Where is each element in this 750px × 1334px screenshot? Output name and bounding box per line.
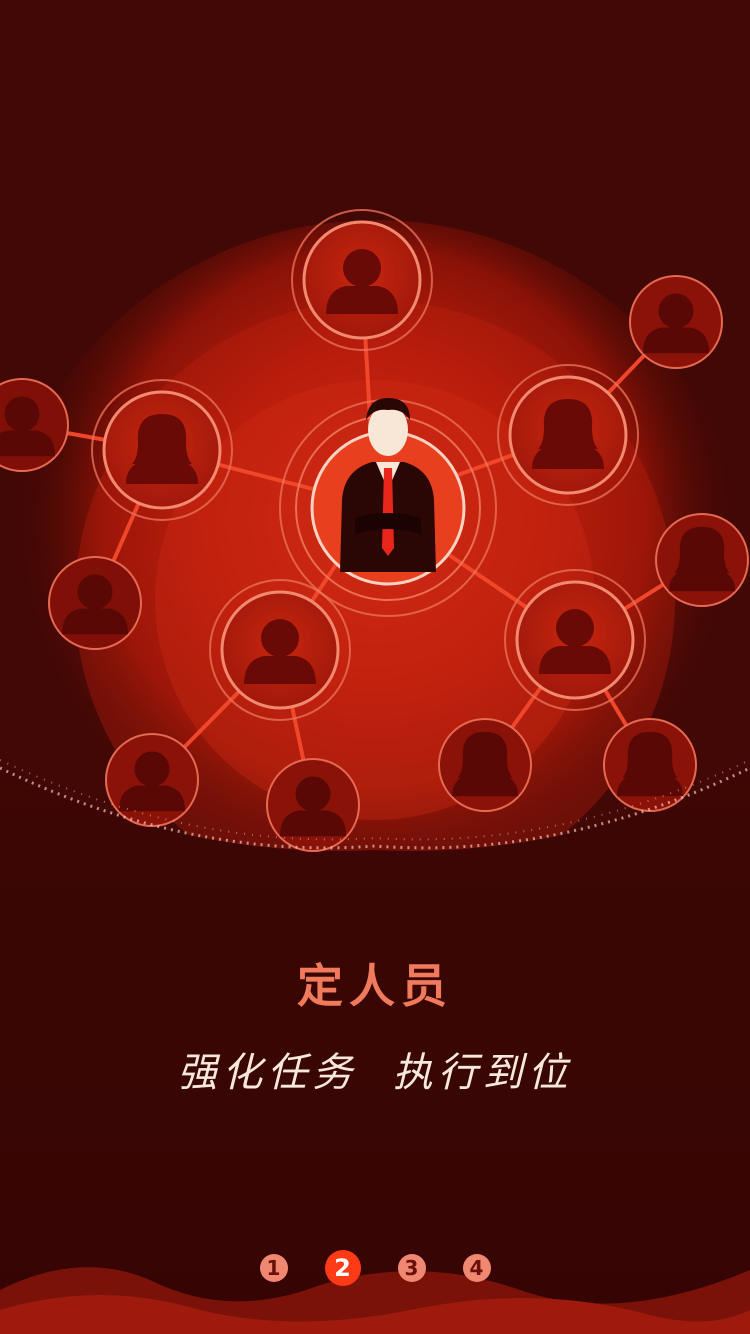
- person-bottom-right-node: [504, 569, 646, 711]
- manager-avatar: [279, 398, 497, 617]
- person-bottom-2-node: [266, 758, 360, 852]
- team-network-illustration: [0, 209, 750, 852]
- person-far-left-node: [0, 378, 69, 472]
- person-bottom-left-node: [209, 579, 351, 721]
- page-dot-4[interactable]: 4: [462, 1254, 491, 1282]
- red-fabric-decoration: [0, 1267, 750, 1334]
- person-bottom-1-node: [105, 733, 199, 827]
- person-far-right-node: [655, 513, 749, 607]
- page-dot-2[interactable]: 2: [324, 1250, 361, 1286]
- person-lower-left-node: [48, 556, 142, 650]
- person-far-top-right-node: [629, 275, 723, 369]
- page-subtitle: 强化任务 执行到位: [177, 1050, 573, 1096]
- page-indicator: 1 2 3 4: [0, 1250, 750, 1286]
- person-bottom-3-node: [438, 718, 532, 812]
- person-right-node: [497, 364, 639, 506]
- person-top-node: [291, 209, 433, 351]
- page-title: 定人员: [297, 959, 453, 1013]
- person-left-node: [91, 379, 233, 521]
- person-bottom-4-node: [603, 718, 697, 812]
- page-dot-3[interactable]: 3: [397, 1254, 426, 1282]
- page-dot-1[interactable]: 1: [259, 1254, 288, 1282]
